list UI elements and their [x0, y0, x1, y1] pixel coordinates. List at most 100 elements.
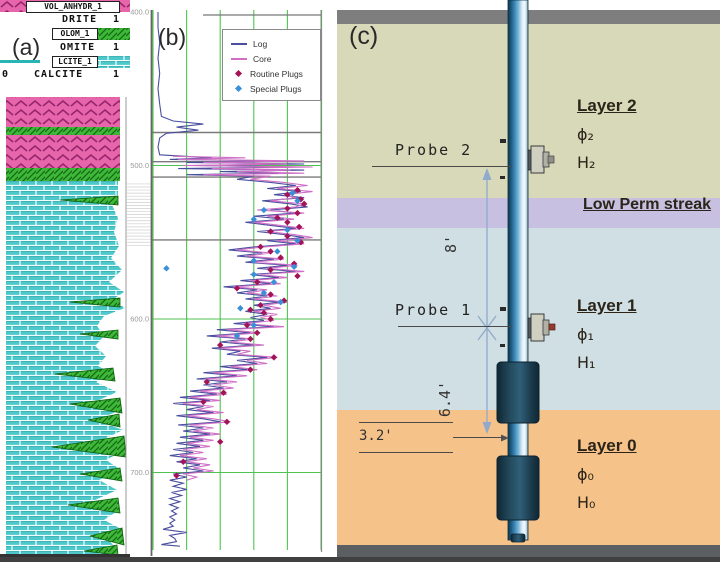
layer0-name: Layer 0 — [577, 436, 637, 455]
arrowhead-down — [482, 422, 492, 434]
log-plot: 400.0 500.0 600.0 700.0 — [127, 8, 323, 556]
offset-upper-line — [359, 422, 453, 423]
lower-spacing-dim: 6.4' — [436, 380, 455, 418]
marker-routine-plugs — [217, 438, 224, 445]
litho-dolomite — [83, 544, 119, 556]
depth-tick-label: 700.0 — [130, 468, 149, 477]
layer0-thickness: H₀ — [577, 493, 596, 512]
depth-tick-label: 400.0 — [130, 8, 149, 17]
tool-schematic-panel: (c) Probe 2 Probe 1 8' 6.4' 3.2' Layer 2… — [337, 0, 720, 563]
litho-dolomite — [59, 195, 119, 206]
marker-special-plugs — [260, 289, 268, 297]
pipe-tick — [500, 344, 505, 347]
marker-routine-plugs — [257, 243, 264, 251]
layer0-porosity: ϕ₀ — [577, 465, 594, 484]
track2-title: OLOM_1 — [52, 28, 98, 40]
litho-dolomite — [69, 397, 123, 414]
low-perm-name: Low Perm streak — [583, 196, 712, 213]
marker-routine-plugs — [200, 398, 207, 406]
track3-min: 0 — [2, 69, 10, 80]
low-perm-streak-zone — [337, 198, 720, 228]
litho-dolomite — [69, 297, 121, 308]
legend-label: Special Plugs — [250, 83, 302, 94]
offset-lower-line — [359, 452, 453, 453]
marker-routine-plugs — [180, 458, 187, 465]
probe2-line — [372, 166, 512, 167]
litho-calcite — [6, 181, 125, 555]
legend-label: Routine Plugs — [250, 68, 303, 79]
marker-routine-plugs — [267, 248, 274, 255]
track1-max: 1 — [113, 14, 121, 25]
pipe-tick — [500, 307, 506, 311]
marker-routine-plugs — [284, 205, 291, 212]
marker-routine-plugs — [267, 266, 274, 274]
probe1-label: Probe 1 — [395, 301, 473, 319]
marker-routine-plugs — [294, 272, 301, 280]
marker-routine-plugs — [284, 191, 291, 198]
figure-bottom-border — [0, 557, 720, 562]
low-perm-annotation: Low Perm streak — [583, 196, 711, 214]
marker-routine-plugs — [267, 228, 274, 235]
litho-dolomite — [79, 467, 123, 482]
tool-drawing — [477, 0, 556, 543]
marker-routine-plugs — [267, 291, 274, 298]
litho-calcite — [96, 56, 130, 68]
curve-core — [173, 155, 313, 481]
track3-max: 1 — [113, 69, 121, 80]
marker-routine-plugs — [294, 209, 301, 217]
pipe-tick — [500, 176, 505, 179]
layer1-porosity: ϕ₁ — [577, 325, 594, 344]
litho-dolomite — [67, 497, 121, 514]
panel-c-label: (c) — [349, 22, 379, 50]
marker-special-plugs — [277, 298, 284, 306]
marker-routine-plugs — [301, 200, 308, 208]
marker-special-plugs — [290, 263, 298, 271]
marker-special-plugs — [250, 257, 257, 264]
marker-routine-plugs — [294, 186, 301, 194]
marker-routine-plugs — [284, 219, 291, 226]
probe-spacing-dim: 8' — [442, 234, 461, 254]
probe1-port — [527, 313, 556, 342]
marker-routine-plugs — [203, 378, 210, 386]
marker-routine-plugs — [173, 472, 180, 479]
track3-curve-label: CALCITE — [34, 69, 84, 80]
marker-routine-plugs — [274, 214, 281, 221]
track3-title: LCITE_1 — [52, 56, 98, 68]
depth-tick-label: 500.0 — [130, 161, 149, 170]
marker-routine-plugs — [284, 232, 291, 240]
litho-anhydrite — [6, 97, 120, 127]
marker-special-plugs — [289, 189, 296, 197]
layer1-thickness: H₁ — [577, 353, 596, 372]
core-line-swatch — [231, 57, 247, 60]
marker-routine-plugs — [247, 306, 254, 313]
layer2-annotation: Layer 2 ϕ₂ H₂ — [577, 96, 637, 172]
dimension-arrow — [477, 174, 497, 428]
tool-bottom-tip — [510, 533, 526, 543]
litho-dolomite — [79, 329, 119, 340]
probe2-port — [527, 145, 555, 174]
marker-special-plugs — [250, 271, 257, 278]
marker-routine-plugs — [267, 315, 274, 323]
track1-title: VOL_ANHYDR_1 — [26, 1, 120, 13]
routine-plug-swatch — [234, 69, 243, 78]
marker-routine-plugs — [253, 278, 261, 286]
upper-packer — [496, 361, 540, 424]
probe1-line — [398, 326, 512, 327]
marker-routine-plugs — [260, 309, 268, 317]
lithology-column — [0, 0, 130, 557]
marker-special-plugs — [260, 206, 268, 214]
marker-special-plugs — [294, 197, 301, 205]
track2-max: 1 — [113, 42, 121, 53]
offset-pointer-line — [453, 437, 505, 438]
marker-routine-plugs — [277, 254, 284, 261]
marker-routine-plugs — [217, 341, 224, 349]
layer1-name: Layer 1 — [577, 296, 637, 315]
layer2-thickness: H₂ — [577, 153, 596, 172]
marker-routine-plugs — [247, 335, 254, 343]
depth-tick-label: 600.0 — [130, 315, 149, 324]
plot-legend: Log Core Routine Plugs Special Plugs — [222, 29, 321, 101]
curve-log — [157, 12, 308, 547]
marker-special-plugs — [250, 321, 257, 329]
panel-b-label: (b) — [158, 24, 187, 50]
